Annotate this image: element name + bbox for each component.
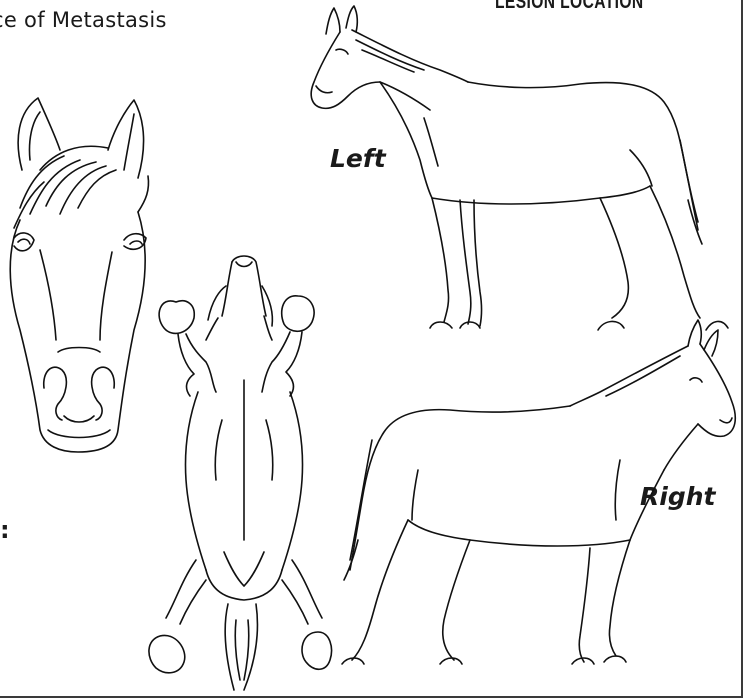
horse-right-lateral-view[interactable] bbox=[342, 320, 735, 664]
horse-left-lateral-view[interactable] bbox=[311, 6, 728, 330]
horse-dorsal-view[interactable] bbox=[149, 256, 332, 690]
horse-head-front-view[interactable] bbox=[10, 98, 148, 452]
